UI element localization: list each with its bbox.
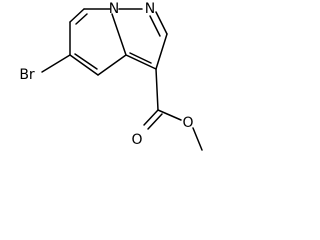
bond-c6-c7: [69, 8, 85, 23]
bond-c2-c3: [155, 33, 168, 70]
chemical-structure: Br N N O O: [19, 1, 203, 151]
bond-carbonyl-o-ester: [157, 109, 182, 121]
bond-n-c2-double: [149, 15, 161, 37]
bond-c3a-c4: [97, 54, 127, 76]
atom-nitrogen-pyrazole: N: [145, 1, 155, 17]
bond-c6-c7-double: [75, 13, 88, 25]
bond-carbonyl-o-double-a: [143, 109, 159, 126]
atom-bromine: Br: [19, 67, 35, 83]
bond-n-c2: [155, 11, 168, 35]
bond-c3-carbonyl: [155, 68, 159, 111]
bond-n-c3a: [111, 13, 127, 56]
atom-oxygen-carbonyl: O: [131, 132, 142, 148]
bonds: [41, 8, 203, 151]
atom-oxygen-ester: O: [182, 115, 193, 131]
bond-c4-c5: [69, 54, 99, 76]
bond-o-methyl: [192, 127, 203, 151]
bond-c3-c3a-double: [129, 52, 152, 64]
bond-carbonyl-o-double-b: [147, 113, 163, 130]
bond-c5-br: [41, 54, 71, 73]
atom-nitrogen-bridge: N: [109, 1, 119, 17]
atom-labels: Br N N O O: [19, 1, 193, 148]
bond-c3-c3a: [125, 54, 157, 70]
bond-c4-c5-double: [74, 53, 98, 70]
